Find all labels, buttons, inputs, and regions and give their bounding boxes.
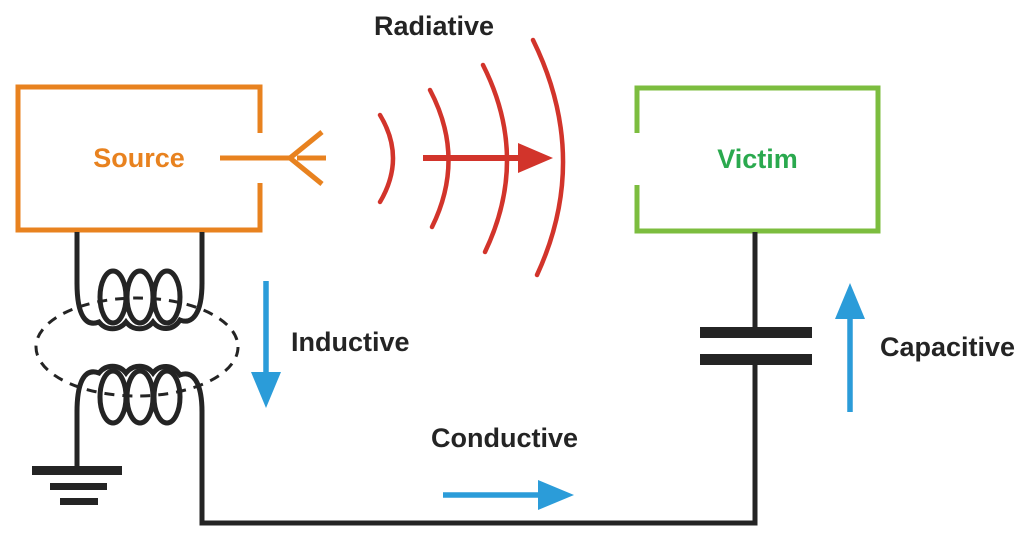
radiative-label: Radiative — [374, 11, 495, 41]
coupling-ellipse-icon — [34, 296, 240, 398]
capacitive-label: Capacitive — [880, 332, 1016, 362]
antenna-icon — [220, 130, 326, 186]
victim-box — [634, 85, 881, 234]
inductive-arrow-icon — [251, 281, 281, 408]
conductive-label: Conductive — [431, 423, 579, 453]
source-label: Source — [93, 143, 185, 174]
conductive-wire — [199, 364, 758, 526]
capacitor-icon — [700, 232, 812, 365]
inductive-label: Inductive — [291, 327, 410, 357]
radiative-arrow-icon — [423, 143, 553, 173]
ground-icon — [32, 410, 122, 505]
transformer-primary-coil-icon — [74, 268, 205, 332]
conductive-arrow-icon — [443, 480, 574, 510]
victim-label: Victim — [717, 144, 798, 175]
transformer-secondary-coil-icon — [74, 363, 205, 426]
capacitive-arrow-icon — [835, 283, 865, 412]
source-box — [15, 84, 263, 233]
